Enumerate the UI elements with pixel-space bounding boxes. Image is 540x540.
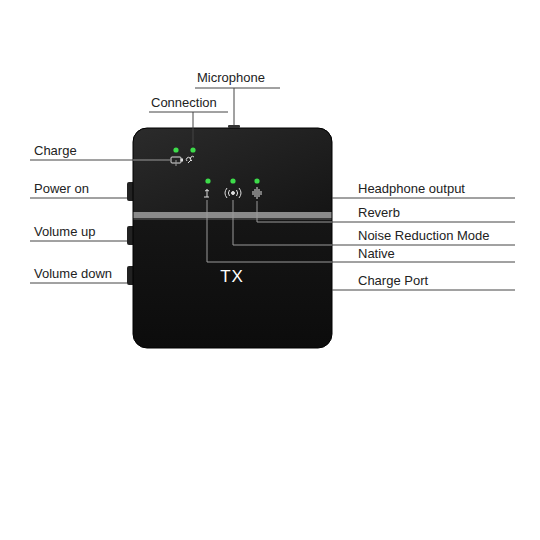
part-label: Charge xyxy=(34,143,77,158)
part-label: Volume up xyxy=(34,224,95,239)
part-label: Headphone output xyxy=(358,181,465,196)
part-label: Charge Port xyxy=(358,273,428,288)
part-label: Volume down xyxy=(34,266,112,281)
part-label: Reverb xyxy=(358,205,400,220)
part-label: Microphone xyxy=(197,70,265,85)
part-label: Native xyxy=(358,246,395,261)
part-label: Connection xyxy=(151,95,217,110)
part-label: Noise Reduction Mode xyxy=(358,228,490,243)
device-marking: TX xyxy=(220,269,244,284)
part-label: Power on xyxy=(34,181,89,196)
